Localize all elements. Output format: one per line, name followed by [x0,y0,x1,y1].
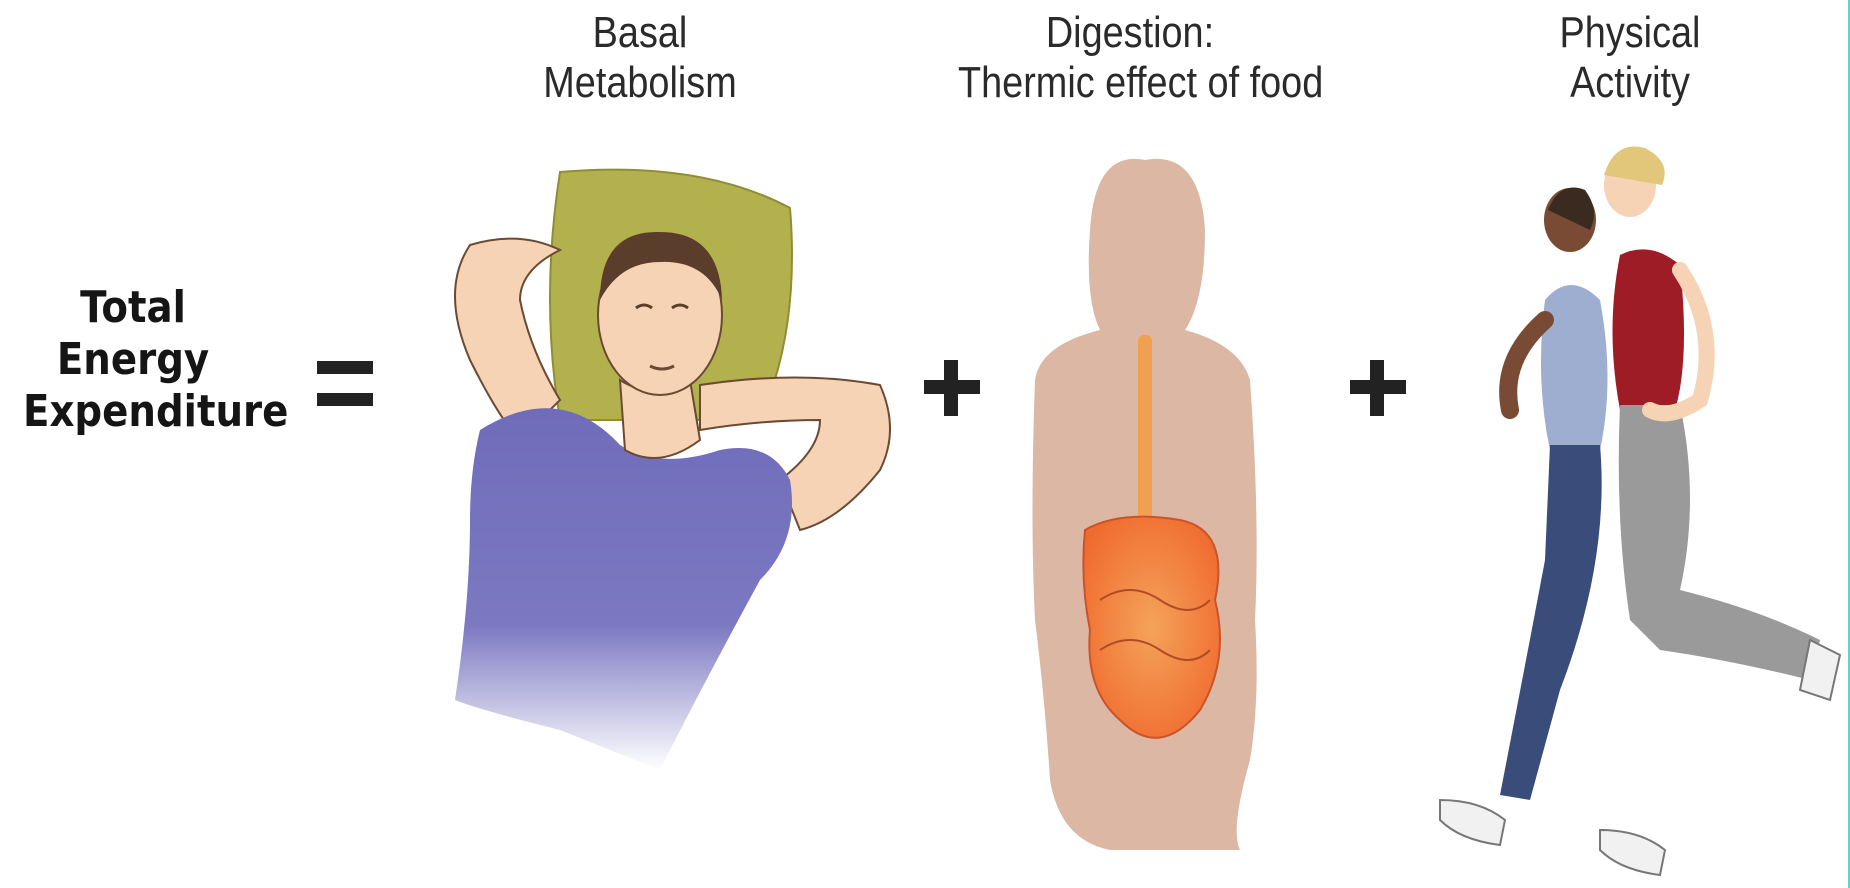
runners-icon [1440,147,1840,875]
resting-person-icon [455,170,890,770]
shirt [455,408,792,770]
digestive-system-icon [1033,159,1257,850]
esophagus [1138,335,1152,535]
